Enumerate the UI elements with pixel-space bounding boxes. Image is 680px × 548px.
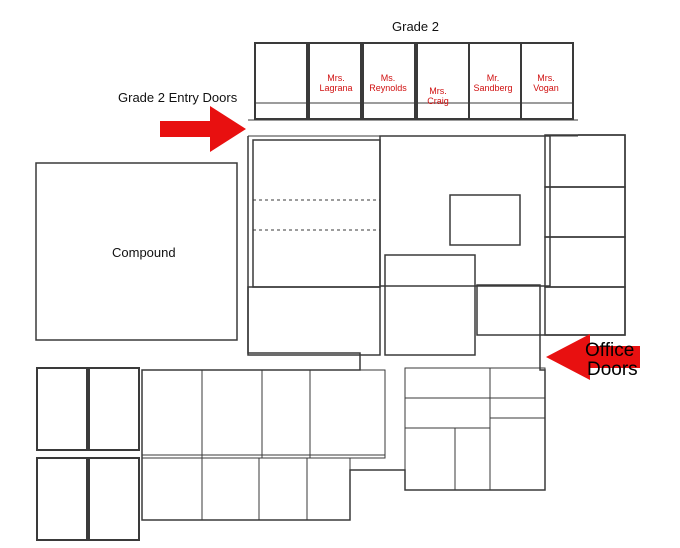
grade2-entry-arrow (160, 106, 246, 152)
grade2-portables (248, 42, 578, 137)
grade2-title: Grade 2 (392, 19, 439, 34)
office-doors-arrow (546, 334, 640, 380)
office-block (404, 367, 546, 491)
compound-label: Compound (112, 245, 176, 260)
bottom-left-portables (36, 367, 140, 541)
office-doors-label-line1: Office (585, 340, 635, 361)
lower-wing (141, 369, 386, 521)
teacher-label-vogan: Mrs. Vogan (533, 73, 559, 93)
compound-area (35, 162, 238, 341)
office-doors-label-line2: Doors (587, 359, 638, 380)
teacher-label-sandberg: Mr. Sandberg (473, 73, 513, 93)
teacher-label-craig: Mrs. Craig (427, 86, 449, 106)
grade2-entry-label: Grade 2 Entry Doors (118, 90, 238, 105)
main-building (141, 134, 626, 521)
teacher-label-lagrana: Mrs. Lagrana (319, 73, 353, 93)
teacher-label-reynolds: Ms. Reynolds (369, 73, 407, 93)
